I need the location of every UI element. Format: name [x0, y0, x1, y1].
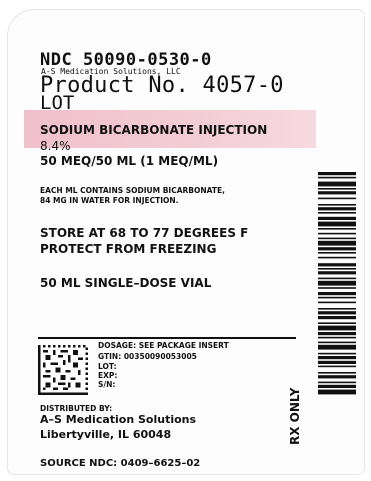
lot-field: LOT:: [98, 362, 117, 371]
distributor-small: A-S Medication Solutions, LLC: [41, 67, 181, 76]
drug-concentration: 50 MEQ/50 ML (1 MEQ/ML): [40, 154, 219, 168]
distributor-city: Libertyville, IL 60048: [40, 428, 172, 441]
dosage-note: DOSAGE: SEE PACKAGE INSERT: [98, 341, 229, 350]
storage-line1: STORE AT 68 TO 77 DEGREES F: [40, 226, 249, 240]
drug-name: SODIUM BICARBONATE INJECTION: [40, 123, 268, 137]
vial-size: 50 ML SINGLE–DOSE VIAL: [40, 276, 212, 290]
vertical-barcode: [318, 172, 356, 395]
drug-label: [8, 10, 364, 474]
exp-field: EXP:: [98, 371, 118, 380]
sn-field: S/N:: [98, 380, 116, 389]
lot-heading: LOT: [40, 92, 75, 114]
composition-line1: EACH ML CONTAINS SODIUM BICARBONATE,: [40, 186, 225, 195]
datamatrix-code: [38, 345, 88, 395]
drug-name-highlight: [24, 110, 316, 148]
product-number: Product No. 4057-0: [40, 73, 284, 98]
rx-only: RX ONLY: [288, 387, 302, 445]
composition-line2: 84 MG IN WATER FOR INJECTION.: [40, 196, 179, 205]
storage-line2: PROTECT FROM FREEZING: [40, 242, 217, 256]
divider-line: [38, 337, 296, 339]
gtin-field: GTIN: 00350090053005: [98, 352, 197, 361]
ndc-code: NDC 50090-0530-0: [40, 50, 212, 70]
distributed-heading: DISTRIBUTED BY:: [40, 404, 113, 413]
drug-strength: 8.4%: [40, 139, 71, 153]
source-ndc: SOURCE NDC: 0409–6625–02: [40, 458, 201, 469]
distributor-company: A–S Medication Solutions: [40, 413, 197, 426]
